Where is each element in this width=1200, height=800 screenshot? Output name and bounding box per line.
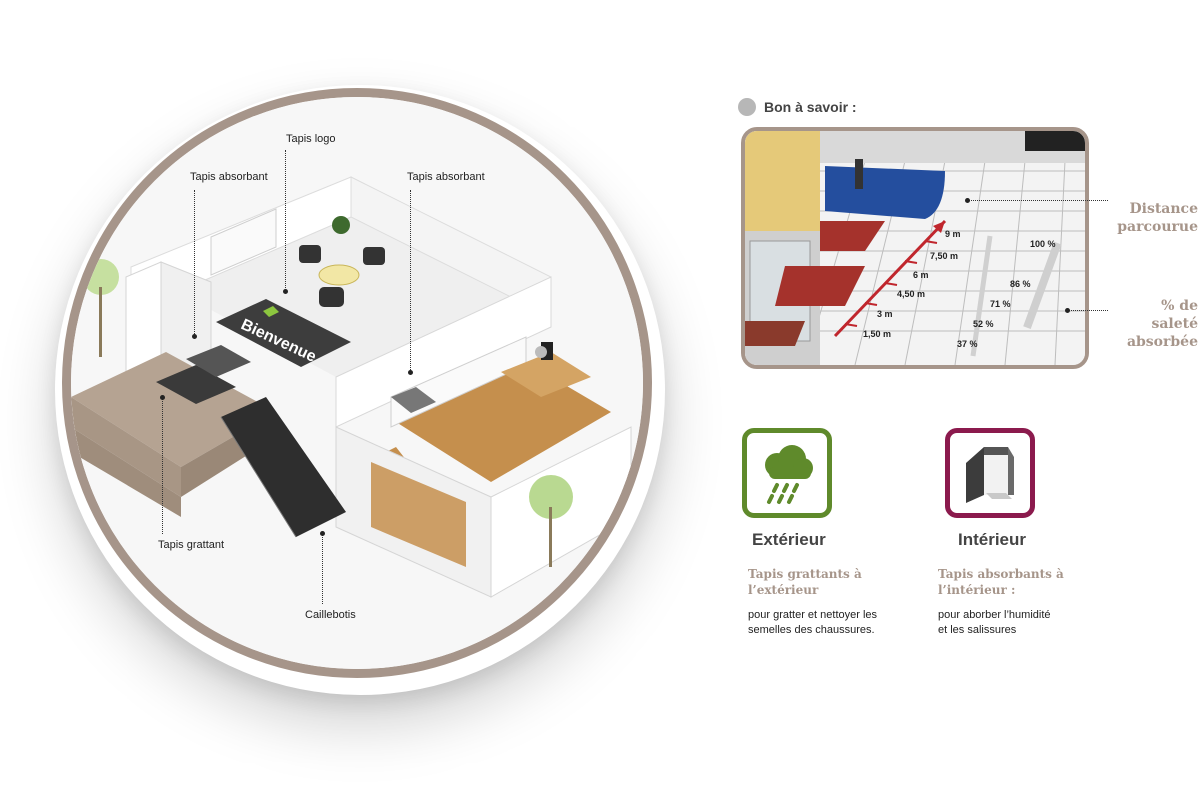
leader-dot-tapis-grattant	[160, 395, 165, 400]
leader-tapis-absorbant-right	[410, 190, 411, 372]
interieur-subtitle-line2: l’intérieur :	[938, 583, 1016, 597]
interieur-desc-line1: pour aborber l’humidité	[938, 609, 1051, 621]
leader-dot-tapis-absorbant-left	[192, 334, 197, 339]
leader-distance	[968, 200, 1108, 201]
percent-52: 52 %	[973, 319, 994, 329]
callout-caillebotis: Caillebotis	[305, 609, 356, 621]
interieur-icon-box	[945, 428, 1035, 518]
distance-3m: 3 m	[877, 309, 893, 319]
bon-a-savoir-title: Bon à savoir :	[764, 99, 857, 115]
leader-tapis-logo	[285, 150, 286, 290]
distance-6m: 6 m	[913, 270, 929, 280]
interieur-subtitle-line1: Tapis absorbants à	[938, 567, 1064, 581]
callout-tapis-absorbant-right: Tapis absorbant	[407, 171, 485, 183]
exterieur-title: Extérieur	[752, 530, 826, 549]
interieur-title: Intérieur	[958, 530, 1027, 549]
interieur-subtitle: Tapis absorbants à l’intérieur :	[938, 566, 1064, 598]
distance-7-50m: 7,50 m	[930, 251, 959, 261]
callout-tapis-grattant: Tapis grattant	[158, 539, 225, 551]
percent-37: 37 %	[957, 339, 978, 349]
label-salete-absorbee: % de saleté absorbée	[1126, 298, 1198, 350]
exterieur-description: pour gratter et nettoyer les semelles de…	[748, 608, 877, 638]
grey-bullet-icon	[738, 98, 756, 116]
leader-salete	[1068, 310, 1108, 311]
building-illustration: Bienvenue	[62, 88, 652, 678]
exterieur-subtitle-line2: l’extérieur	[748, 583, 819, 597]
exterieur-icon-box	[742, 428, 832, 518]
percent-86: 86 %	[1010, 279, 1031, 289]
leader-dot-tapis-logo	[283, 289, 288, 294]
leader-dot-distance	[965, 198, 970, 203]
dirt-absorption-photo: 9 m 7,50 m 6 m 4,50 m 3 m 1,50 m 100 % 8…	[741, 127, 1089, 369]
distance-9m: 9 m	[945, 229, 961, 239]
house-shelter-icon	[966, 447, 1014, 503]
callout-tapis-absorbant-left: Tapis absorbant	[190, 171, 268, 183]
exterieur-subtitle: Tapis grattants à l’extérieur	[748, 566, 862, 598]
exterieur-subtitle-line1: Tapis grattants à	[748, 567, 862, 581]
leader-caillebotis	[322, 534, 323, 604]
distance-4-50m: 4,50 m	[897, 289, 926, 299]
leader-dot-caillebotis	[320, 531, 325, 536]
bon-a-savoir-heading: Bon à savoir :	[738, 98, 857, 116]
rain-cloud-icon	[765, 445, 813, 504]
interieur-description: pour aborber l’humidité et les salissure…	[938, 608, 1051, 638]
exterieur-desc-line2: semelles des chaussures.	[748, 624, 875, 636]
percent-100: 100 %	[1030, 239, 1056, 249]
leader-tapis-absorbant-left	[194, 190, 195, 336]
label-distance-parcourue: Distance parcourue	[1117, 201, 1198, 235]
callout-tapis-logo: Tapis logo	[286, 133, 336, 145]
lobby-floor-drawing	[745, 131, 1085, 365]
leader-tapis-grattant	[162, 398, 163, 534]
interieur-desc-line2: et les salissures	[938, 624, 1017, 636]
leader-dot-tapis-absorbant-right	[408, 370, 413, 375]
building-3d-drawing: Bienvenue	[71, 97, 643, 669]
exterieur-desc-line1: pour gratter et nettoyer les	[748, 609, 878, 621]
leader-dot-salete	[1065, 308, 1070, 313]
distance-1-50m: 1,50 m	[863, 329, 892, 339]
percent-71: 71 %	[990, 299, 1011, 309]
